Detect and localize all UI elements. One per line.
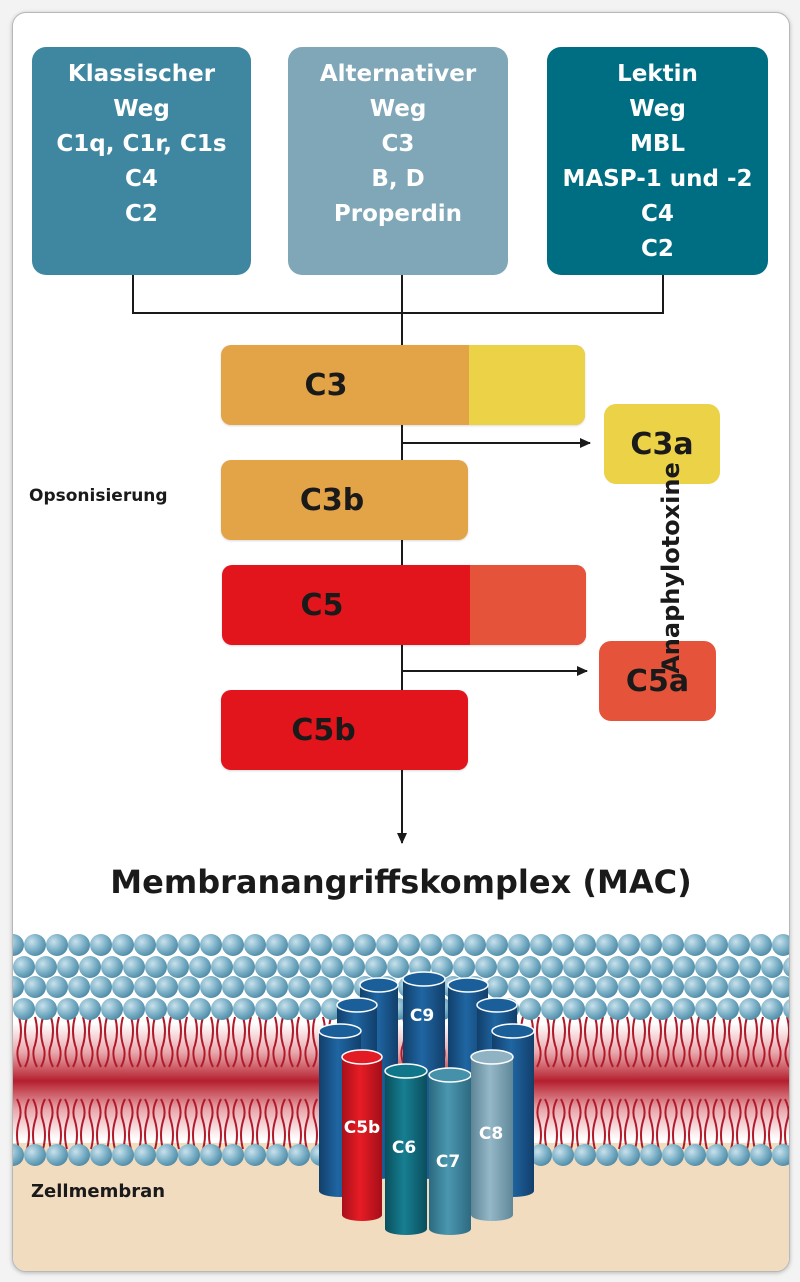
mac-cylinder-c7 (428, 1067, 472, 1235)
c5b-bar: C5b (221, 690, 468, 770)
pathway-classical-line-4: C4 (125, 166, 158, 192)
mac-label-c8: C8 (479, 1124, 503, 1144)
mac-label-c5b: C5b (344, 1118, 380, 1138)
pathway-lectin-line-6: C2 (641, 236, 674, 262)
mac-cylinder-c6 (384, 1063, 428, 1235)
c3b-bar: C3b (221, 460, 468, 540)
c5-bar: C5 (222, 565, 586, 645)
mac-label-c7: C7 (436, 1152, 460, 1172)
c5a-chip: C5a (599, 641, 716, 721)
diagram-frame: Klassischer Weg C1q, C1r, C1s C4 C2 Alte… (12, 12, 790, 1272)
c5b-label: C5b (291, 712, 356, 748)
c3-bar-c3a-part (469, 345, 585, 425)
opsonisierung-label: Opsonisierung (29, 486, 168, 506)
c5-bar-c5a-part (470, 565, 586, 645)
pathway-lectin-line-4: MASP-1 und -2 (562, 166, 753, 192)
pathway-classical-line-2: Weg (113, 96, 170, 122)
pathway-lectin: Lektin Weg MBL MASP-1 und -2 C4 C2 (547, 47, 768, 275)
pathway-alternative-line-3: C3 (381, 131, 415, 157)
connector-lines (132, 275, 664, 844)
mac-cylinder-c8 (470, 1049, 514, 1221)
pathway-merge-line (132, 275, 664, 314)
pathway-lectin-line-1: Lektin (617, 61, 698, 87)
pathway-alternative-line-4: B, D (371, 166, 425, 192)
c3-label: C3 (304, 367, 348, 403)
c3a-chip: C3a (604, 404, 720, 484)
pathway-lectin-line-2: Weg (629, 96, 686, 122)
pathway-alternative-line-5: Properdin (333, 201, 463, 227)
pathway-lectin-line-3: MBL (629, 131, 686, 157)
pathway-classical-line-1: Klassischer (67, 61, 216, 87)
anaphylatoxine-label: Anaphylotoxine (657, 462, 685, 674)
zellmembran-label: Zellmembran (31, 1181, 166, 1202)
pathway-classical: Klassischer Weg C1q, C1r, C1s C4 C2 (32, 47, 251, 275)
pathway-classical-line-3: C1q, C1r, C1s (56, 131, 227, 157)
pathway-alternative-line-1: Alternativer (319, 61, 477, 87)
pathway-alternative-line-2: Weg (369, 96, 427, 122)
pathway-alternative: Alternativer Weg C3 B, D Properdin (288, 47, 508, 275)
c3b-label: C3b (299, 482, 365, 518)
pathway-lectin-line-5: C4 (641, 201, 674, 227)
mac-label-c9: C9 (410, 1006, 434, 1026)
c5-label: C5 (300, 587, 344, 623)
c3-bar: C3 (221, 345, 585, 425)
mac-title: Membranangriffskomplex (MAC) (110, 863, 692, 901)
mac-label-c6: C6 (392, 1138, 416, 1158)
mac-cylinder-c5b (341, 1049, 383, 1221)
pathway-classical-line-5: C2 (125, 201, 158, 227)
